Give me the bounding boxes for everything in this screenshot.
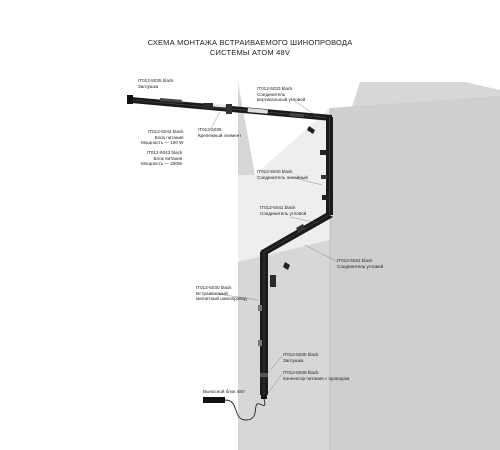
label-psu-100: IT012-5042 black Блок питания Мощность —… bbox=[141, 129, 184, 146]
label-code: IT012-5030 black bbox=[196, 285, 232, 290]
label-code: IT012-5035 black bbox=[138, 78, 174, 83]
label-desc: Крепежный элемент bbox=[198, 132, 242, 138]
label-desc: Блок питания bbox=[154, 134, 184, 140]
label-code: IT012-5033 black bbox=[257, 86, 293, 91]
label-mount-element: IT012-5038 Крепежный элемент bbox=[198, 127, 241, 138]
label-corner-connector-2: IT012-5032 black Соединитель угловой bbox=[337, 258, 383, 269]
label-desc: Блок питания bbox=[153, 155, 183, 161]
track-vertical-run bbox=[307, 117, 333, 215]
label-desc: магнитный шинопровод bbox=[196, 296, 247, 302]
label-code: IT012-5035 black bbox=[283, 352, 319, 357]
label-desc: Мощность — 100 W bbox=[141, 140, 184, 146]
label-power-connector: IT012-5039 black Коннектор питания с про… bbox=[283, 370, 349, 381]
label-desc: Заглушка bbox=[138, 83, 159, 89]
label-code: IT012-5038 bbox=[198, 127, 222, 132]
label-desc: Соединитель угловой bbox=[337, 263, 384, 269]
label-desc: Встраиваемый bbox=[196, 290, 228, 296]
label-code: IT012-5039 black bbox=[283, 370, 319, 375]
psu-box-shape bbox=[203, 103, 213, 109]
label-desc: Соединитель линейный bbox=[257, 174, 308, 180]
leader-lines bbox=[209, 97, 339, 397]
label-code: IT012-5032 black bbox=[337, 258, 373, 263]
label-desc: Мощность — 200W bbox=[141, 161, 183, 167]
label-desc: Соединитель bbox=[257, 91, 286, 97]
label-desc: вертикальный угловой bbox=[257, 97, 306, 103]
ceiling-light-plane bbox=[238, 108, 330, 262]
mount-element-shape bbox=[226, 104, 232, 114]
label-desc: Коннектор питания с проводом bbox=[283, 375, 350, 381]
label-corner-connector-1: IT012-5041 black Соединитель угловой bbox=[260, 205, 306, 216]
wall-corner-plane bbox=[330, 96, 500, 450]
label-track: IT012-5030 black Встраиваемый магнитный … bbox=[196, 285, 247, 302]
label-linear-connector: IT012-5040 black Соединитель линейный bbox=[257, 169, 308, 180]
label-desc: Выносной блок 48V bbox=[203, 389, 245, 394]
track-diagonal-run bbox=[260, 213, 333, 270]
label-code: IT012-5042 black bbox=[148, 129, 184, 134]
diagram-title-line-2: СИСТЕМЫ ATOM 48V bbox=[209, 48, 291, 57]
label-remote-psu: Выносной блок 48V bbox=[203, 389, 245, 395]
diagram-title-line-1: СХЕМА МОНТАЖА ВСТРАИВАЕМОГО ШИНОПРОВОДА bbox=[147, 38, 353, 47]
label-endcap-top: IT012-5035 black Заглушка bbox=[138, 78, 174, 89]
label-vertical-corner: IT012-5033 black Соединитель вертикальны… bbox=[257, 86, 305, 103]
endcap-top-shape bbox=[127, 95, 133, 104]
label-desc: Соединитель угловой bbox=[260, 210, 307, 216]
label-code: IT012-5041 black bbox=[260, 205, 296, 210]
power-wire bbox=[224, 390, 266, 421]
label-code: IT012-5040 black bbox=[257, 169, 293, 174]
label-desc: Заглушка bbox=[283, 357, 304, 363]
label-endcap-bottom: IT012-5035 black Заглушка bbox=[283, 352, 319, 363]
label-psu-200: IT012-5043 black Блок питания Мощность —… bbox=[141, 150, 182, 167]
label-code: IT012-5043 black bbox=[146, 150, 183, 155]
remote-psu-shape bbox=[203, 397, 225, 403]
